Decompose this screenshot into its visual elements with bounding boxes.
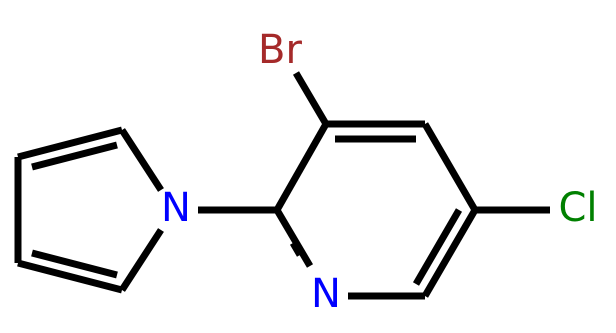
bond-pyrrole-c4-c5 [17, 259, 123, 294]
bond-pyrrole-c5-n [119, 228, 164, 292]
bond-pyrrole-c4-c5-inner [31, 249, 118, 279]
atom-bromine-label: Br [258, 27, 302, 73]
bond-n-c2-inner [289, 241, 304, 257]
bonds [14, 71, 550, 300]
bond-n-c2 [273, 208, 314, 268]
bond-c4-c5 [421, 122, 479, 212]
bond-c5-c6 [421, 208, 479, 298]
bond-c3-br [292, 71, 330, 126]
atom-labels: Br Cl N N [161, 27, 597, 317]
bond-pyrrole-c2-c3-inner [31, 141, 118, 171]
atom-chlorine-label: Cl [558, 185, 597, 231]
atom-pyridine-nitrogen-label: N [311, 271, 341, 317]
bond-c2-c3 [273, 122, 330, 212]
atom-pyrrole-nitrogen-label: N [161, 185, 191, 231]
bond-pyrrole-n-c2 [119, 128, 164, 192]
bond-c5-c6-inner [412, 208, 463, 286]
bond-pyrrole-c2-c3 [17, 126, 123, 161]
